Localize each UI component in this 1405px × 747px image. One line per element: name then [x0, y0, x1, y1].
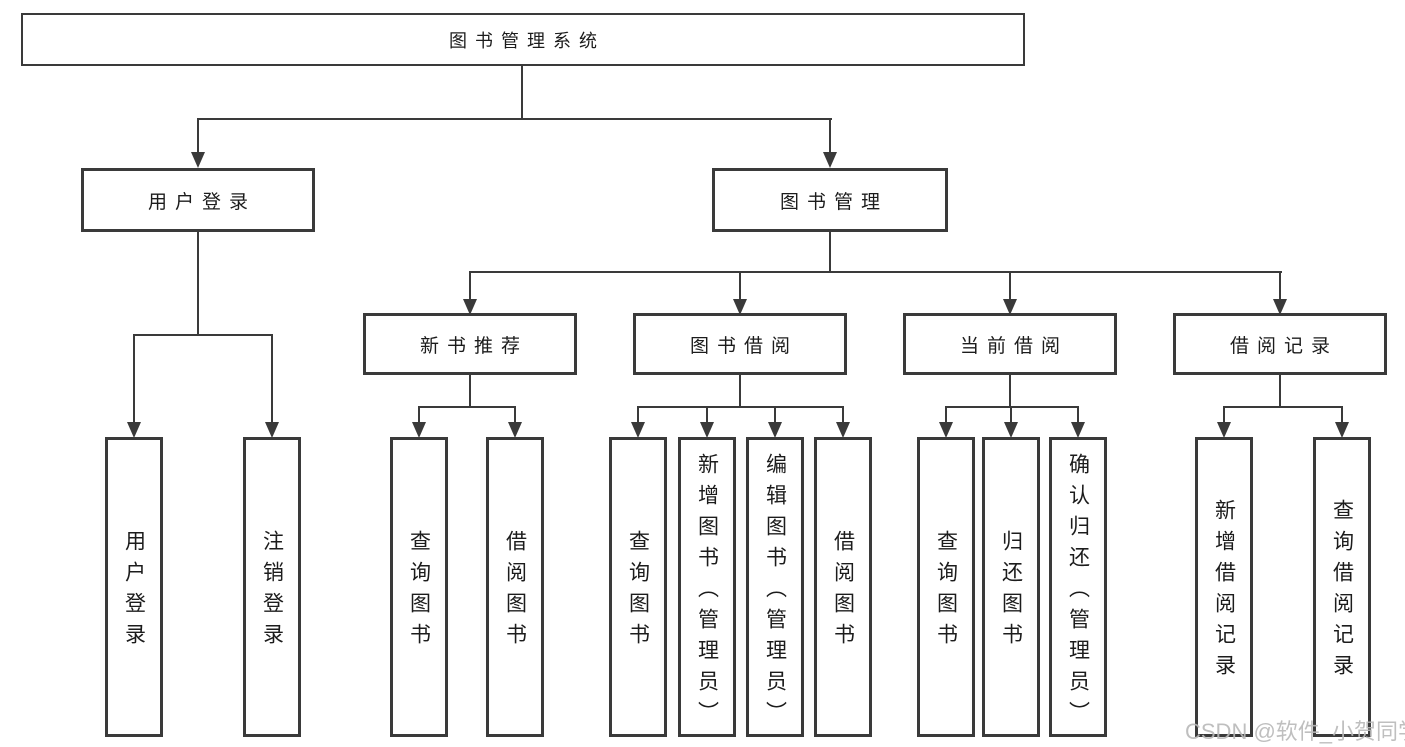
node-book-borrowing: 图书借阅	[633, 313, 847, 375]
leaf-logout: 注销登录	[243, 437, 301, 737]
connector-line	[133, 334, 273, 336]
arrow-down-icon	[463, 299, 477, 315]
connector-line	[945, 406, 1079, 408]
arrow-down-icon	[412, 422, 426, 438]
arrow-down-icon	[508, 422, 522, 438]
node-label: 注销登录	[260, 530, 284, 654]
connector-line	[514, 406, 516, 424]
arrow-down-icon	[836, 422, 850, 438]
arrow-down-icon	[768, 422, 782, 438]
leaf-query-borrow-record: 查询借阅记录	[1313, 437, 1371, 737]
connector-line	[1279, 375, 1281, 408]
arrow-down-icon	[631, 422, 645, 438]
leaf-recommend-borrow-books: 借阅图书	[486, 437, 544, 737]
arrow-down-icon	[191, 152, 205, 168]
arrow-down-icon	[733, 299, 747, 315]
node-label: 查询图书	[407, 530, 431, 654]
connector-line	[1279, 271, 1281, 301]
connector-line	[197, 118, 199, 154]
node-label: 图书借阅	[689, 335, 798, 357]
connector-line	[521, 64, 523, 120]
leaf-edit-books-admin: 编辑图书（管理员）	[746, 437, 804, 737]
connector-line	[271, 334, 273, 424]
connector-line	[1009, 375, 1011, 408]
arrow-down-icon	[1071, 422, 1085, 438]
node-label: 新增图书（管理员）	[695, 452, 719, 732]
arrow-down-icon	[823, 152, 837, 168]
connector-line	[1223, 406, 1343, 408]
connector-line	[469, 375, 471, 408]
node-label: 借阅图书	[831, 530, 855, 654]
connector-line	[1077, 406, 1079, 424]
connector-line	[1223, 406, 1225, 424]
arrow-down-icon	[1335, 422, 1349, 438]
node-label: 归还图书	[999, 530, 1023, 654]
connector-line	[637, 406, 639, 424]
leaf-user-login: 用户登录	[105, 437, 163, 737]
connector-line	[1341, 406, 1343, 424]
connector-line	[829, 118, 831, 154]
leaf-recommend-query-books: 查询图书	[390, 437, 448, 737]
node-label: 查询借阅记录	[1330, 499, 1354, 685]
node-user-login: 用户登录	[81, 168, 315, 232]
node-label: 用户登录	[122, 530, 146, 654]
node-label: 确认归还（管理员）	[1066, 452, 1090, 732]
connector-line	[469, 271, 471, 301]
arrow-down-icon	[939, 422, 953, 438]
connector-line	[418, 406, 420, 424]
node-label: 用户登录	[147, 191, 256, 213]
node-label: 借阅记录	[1229, 335, 1338, 357]
arrow-down-icon	[1273, 299, 1287, 315]
arrow-down-icon	[1217, 422, 1231, 438]
connector-line	[133, 334, 135, 424]
leaf-borrow-query-books: 查询图书	[609, 437, 667, 737]
arrow-down-icon	[700, 422, 714, 438]
connector-line	[739, 271, 741, 301]
node-label: 图书管理系统	[449, 30, 605, 51]
node-new-book-recommendation: 新书推荐	[363, 313, 577, 375]
connector-line	[469, 271, 1282, 273]
node-label: 新增借阅记录	[1212, 499, 1236, 685]
leaf-borrow-books: 借阅图书	[814, 437, 872, 737]
node-label: 查询图书	[626, 530, 650, 654]
node-label: 当前借阅	[959, 335, 1068, 357]
node-label: 编辑图书（管理员）	[763, 452, 787, 732]
connector-line	[197, 118, 832, 120]
connector-line	[418, 406, 516, 408]
connector-line	[1009, 271, 1011, 301]
arrow-down-icon	[1004, 422, 1018, 438]
arrow-down-icon	[265, 422, 279, 438]
connector-line	[842, 406, 844, 424]
arrow-down-icon	[1003, 299, 1017, 315]
connector-line	[197, 232, 199, 336]
node-label: 查询图书	[934, 530, 958, 654]
connector-line	[739, 375, 741, 408]
connector-line	[945, 406, 947, 424]
csdn-watermark: CSDN @软件_小贺同学	[1185, 719, 1405, 744]
leaf-current-query-books: 查询图书	[917, 437, 975, 737]
node-label: 新书推荐	[419, 335, 528, 357]
arrow-down-icon	[127, 422, 141, 438]
node-book-management: 图书管理	[712, 168, 948, 232]
leaf-confirm-return-admin: 确认归还（管理员）	[1049, 437, 1107, 737]
connector-line	[637, 406, 844, 408]
node-label: 图书管理	[779, 191, 888, 213]
leaf-add-borrow-record: 新增借阅记录	[1195, 437, 1253, 737]
node-current-borrowing: 当前借阅	[903, 313, 1117, 375]
leaf-add-books-admin: 新增图书（管理员）	[678, 437, 736, 737]
connector-line	[829, 232, 831, 273]
node-borrowing-records: 借阅记录	[1173, 313, 1387, 375]
connector-line	[1010, 406, 1012, 424]
node-label: 借阅图书	[503, 530, 527, 654]
connector-line	[774, 406, 776, 424]
node-library-management-system: 图书管理系统	[21, 13, 1025, 66]
leaf-return-books: 归还图书	[982, 437, 1040, 737]
connector-line	[706, 406, 708, 424]
